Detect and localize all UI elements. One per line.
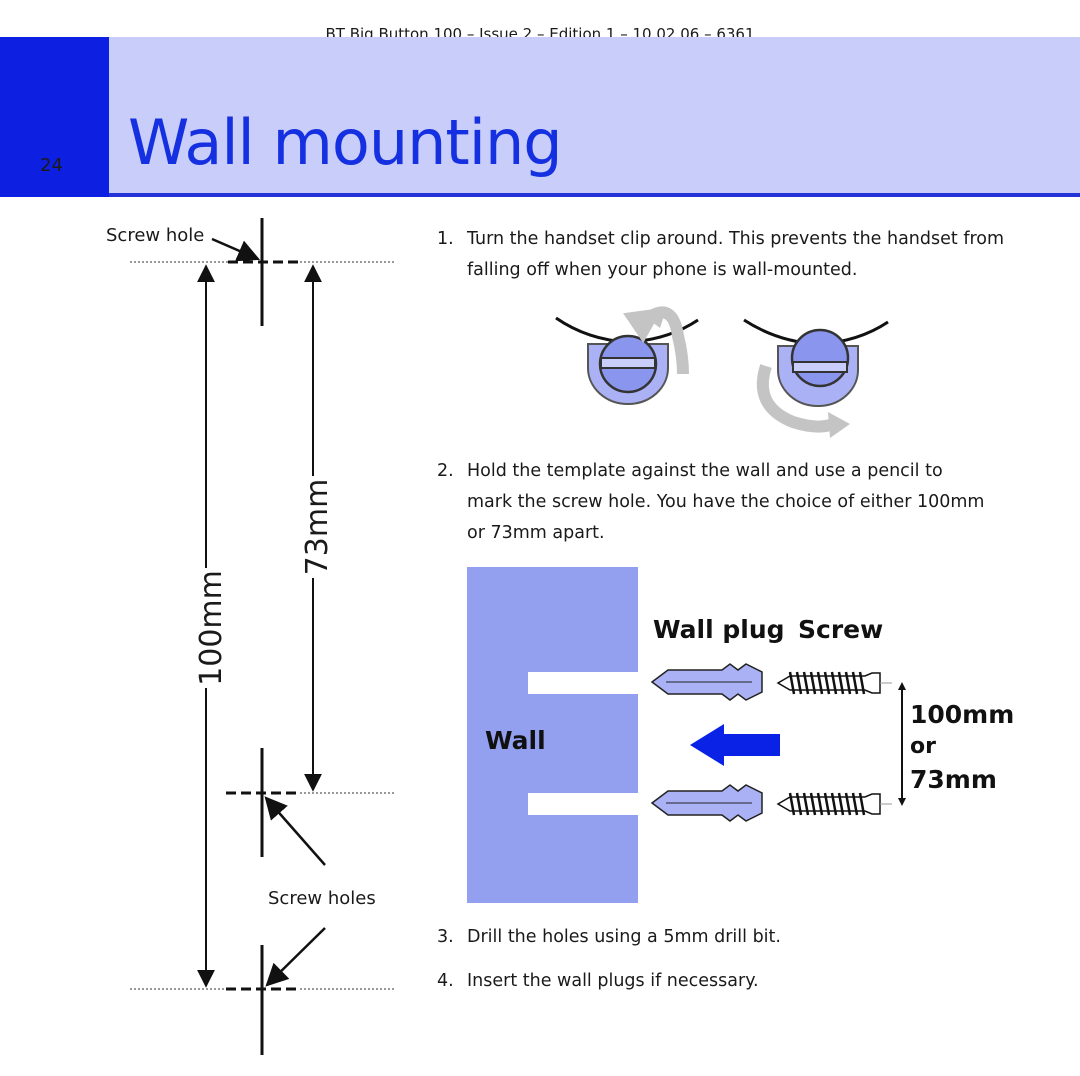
screw-label: Screw xyxy=(798,615,883,644)
page-title: Wall mounting xyxy=(128,106,563,179)
wall-plug-label: Wall plug xyxy=(653,615,785,644)
page-number: 24 xyxy=(40,155,63,176)
wall-plug-diagram: Wall Wall plug Screw 100mm or 73mm xyxy=(467,567,1014,903)
screw-hole-label: Screw hole xyxy=(106,225,204,246)
dim-100-label: 100mm xyxy=(194,570,229,686)
screw-top xyxy=(776,671,892,695)
title-band-rule xyxy=(109,193,1080,197)
dim-73-label: 73mm xyxy=(300,479,335,576)
wall-label: Wall xyxy=(485,726,546,755)
wall-block xyxy=(467,567,638,903)
step-3-text: Drill the holes using a 5mm drill bit. xyxy=(467,927,781,947)
screw-holes-label: Screw holes xyxy=(268,888,376,909)
step-2: 2. Hold the template against the wall an… xyxy=(437,456,987,549)
wall-plug-top xyxy=(650,663,763,701)
bottom-hole-pointer xyxy=(265,927,326,987)
step-2-text: Hold the template against the wall and u… xyxy=(467,461,985,543)
drill-hole-top xyxy=(528,672,639,694)
spacing-73-label: 73mm xyxy=(910,765,997,794)
handset-clip-illustration xyxy=(555,306,889,438)
spacing-100-label: 100mm xyxy=(910,700,1014,729)
title-band xyxy=(109,37,1080,194)
screw-hole-pointer xyxy=(211,237,261,262)
step-4-text: Insert the wall plugs if necessary. xyxy=(467,971,759,991)
screw-bottom xyxy=(776,792,892,816)
wall-plug-bottom xyxy=(650,784,763,822)
drill-hole-bottom xyxy=(528,793,639,815)
spacing-or-label: or xyxy=(910,734,936,759)
step-1: 1. Turn the handset clip around. This pr… xyxy=(437,224,1012,286)
step-3: 3. Drill the holes using a 5mm drill bit… xyxy=(437,922,1012,953)
step-1-text: Turn the handset clip around. This preve… xyxy=(467,229,1005,280)
template-diagram: Screw hole 100mm 73mm Screw holes xyxy=(106,218,394,1055)
page-tab xyxy=(0,37,109,197)
step-4: 4. Insert the wall plugs if necessary. xyxy=(437,966,1012,997)
mid-hole-pointer xyxy=(264,796,326,866)
insert-direction-arrow xyxy=(690,724,780,766)
